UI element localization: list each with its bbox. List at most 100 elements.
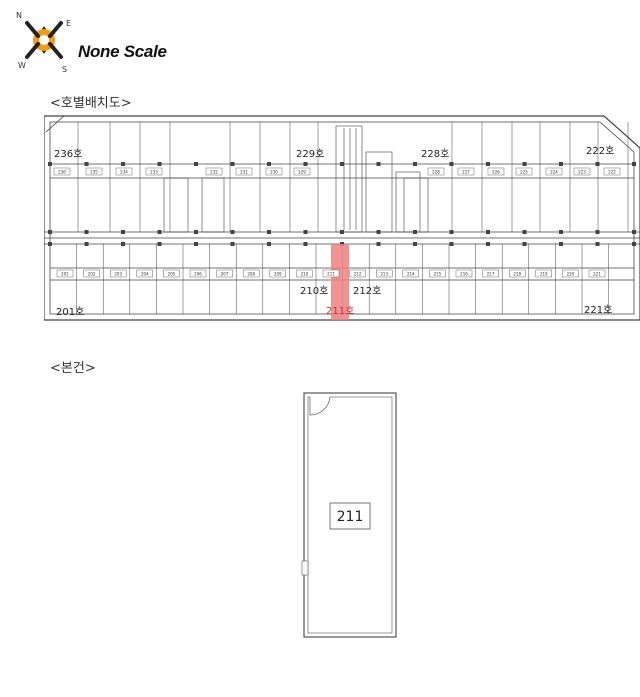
compass-e: E xyxy=(66,19,71,28)
bottom-unit-label: 217 xyxy=(487,272,495,277)
bottom-unit-label: 207 xyxy=(221,272,229,277)
bottom-unit-box xyxy=(349,269,366,278)
top-unit-label: 236 xyxy=(58,170,66,175)
compass-s: S xyxy=(62,65,67,74)
top-unit-label: 229 xyxy=(298,170,306,175)
column-marker xyxy=(413,242,417,246)
bottom-unit-label: 221 xyxy=(593,272,601,277)
top-unit-label: 233 xyxy=(150,170,158,175)
bottom-unit-label: 201 xyxy=(61,272,69,277)
bottom-unit-label: 212 xyxy=(354,272,362,277)
callout-222: 222호 xyxy=(586,145,614,157)
top-unit-label: 223 xyxy=(578,170,586,175)
top-unit-label: 225 xyxy=(520,170,528,175)
column-marker xyxy=(84,230,89,234)
callout-236: 236호 xyxy=(54,148,82,160)
column-marker xyxy=(48,242,52,246)
top-unit-box xyxy=(457,167,475,176)
bottom-unit-box xyxy=(269,269,287,278)
column-marker xyxy=(194,230,198,234)
column-marker xyxy=(522,162,527,166)
bottom-unit-box xyxy=(322,269,340,278)
bottom-unit-label: 220 xyxy=(567,272,575,277)
column-marker xyxy=(194,242,198,246)
top-unit-box xyxy=(265,167,283,176)
column-marker xyxy=(449,162,454,166)
section-unit-title: <본건> xyxy=(50,361,96,376)
unit-number: 211 xyxy=(337,509,364,525)
bottom-unit-box xyxy=(296,269,313,278)
column-marker xyxy=(376,242,381,246)
top-unit-label: 228 xyxy=(432,170,440,175)
bottom-unit-label: 218 xyxy=(513,272,521,277)
column-marker xyxy=(303,162,308,166)
bottom-unit-box xyxy=(242,269,260,278)
bottom-unit-box xyxy=(535,269,552,278)
column-marker xyxy=(632,242,636,246)
compass-n: N xyxy=(16,11,22,20)
column-marker xyxy=(486,162,490,166)
column-marker xyxy=(230,242,235,246)
column-marker xyxy=(340,230,344,234)
top-unit-box xyxy=(293,167,311,176)
column-marker xyxy=(121,230,125,234)
column-marker xyxy=(413,230,417,234)
column-marker xyxy=(267,230,271,234)
top-unit-label: 232 xyxy=(210,170,218,175)
bottom-unit-label: 211 xyxy=(327,272,335,277)
bottom-unit-box xyxy=(509,269,526,278)
column-marker xyxy=(486,242,490,246)
bottom-unit-box xyxy=(163,269,180,278)
callout-211: 211호 xyxy=(326,305,354,317)
bottom-unit-label: 202 xyxy=(88,272,96,277)
bottom-unit-box xyxy=(402,269,419,278)
top-unit-box xyxy=(115,167,133,176)
bottom-unit-box xyxy=(429,269,446,278)
callout-210: 210호 xyxy=(300,285,328,297)
top-unit-box xyxy=(205,167,223,176)
top-unit-label: 234 xyxy=(120,170,128,175)
top-unit-label: 230 xyxy=(270,170,278,175)
bottom-unit-box xyxy=(109,269,127,278)
column-marker xyxy=(632,230,636,234)
top-unit-label: 235 xyxy=(90,170,98,175)
bottom-unit-label: 219 xyxy=(540,272,548,277)
top-unit-box xyxy=(85,167,103,176)
column-marker xyxy=(449,242,454,246)
column-marker xyxy=(48,162,52,166)
column-marker xyxy=(48,230,52,234)
column-marker xyxy=(121,242,125,246)
column-marker xyxy=(486,230,490,234)
column-marker xyxy=(413,162,417,166)
bottom-unit-box xyxy=(376,269,393,278)
section-layout-title: <호별배치도> xyxy=(50,96,132,111)
column-marker xyxy=(595,162,600,166)
bottom-unit-label: 216 xyxy=(460,272,468,277)
column-marker xyxy=(84,162,89,166)
callout-221: 221호 xyxy=(584,304,612,316)
top-unit-box xyxy=(427,167,445,176)
top-unit-label: 226 xyxy=(492,170,500,175)
bottom-unit-label: 206 xyxy=(194,272,202,277)
column-marker xyxy=(376,162,381,166)
scale-label: None Scale xyxy=(78,42,167,61)
unit-number-box xyxy=(329,502,371,530)
bottom-unit-label: 210 xyxy=(301,272,309,277)
column-marker xyxy=(303,242,308,246)
column-marker xyxy=(632,162,636,166)
column-marker xyxy=(267,162,271,166)
column-marker xyxy=(559,230,563,234)
column-marker xyxy=(157,230,162,234)
column-marker xyxy=(340,162,344,166)
bottom-unit-label: 213 xyxy=(380,272,388,277)
bottom-unit-box xyxy=(189,269,207,278)
top-unit-box xyxy=(545,167,563,176)
column-marker xyxy=(559,162,563,166)
column-marker xyxy=(522,242,527,246)
unit-211-highlight[interactable] xyxy=(331,244,349,320)
top-unit-label: 222 xyxy=(608,170,616,175)
column-marker xyxy=(84,242,89,246)
callout-228: 228호 xyxy=(421,148,449,160)
bottom-unit-box xyxy=(136,269,154,278)
